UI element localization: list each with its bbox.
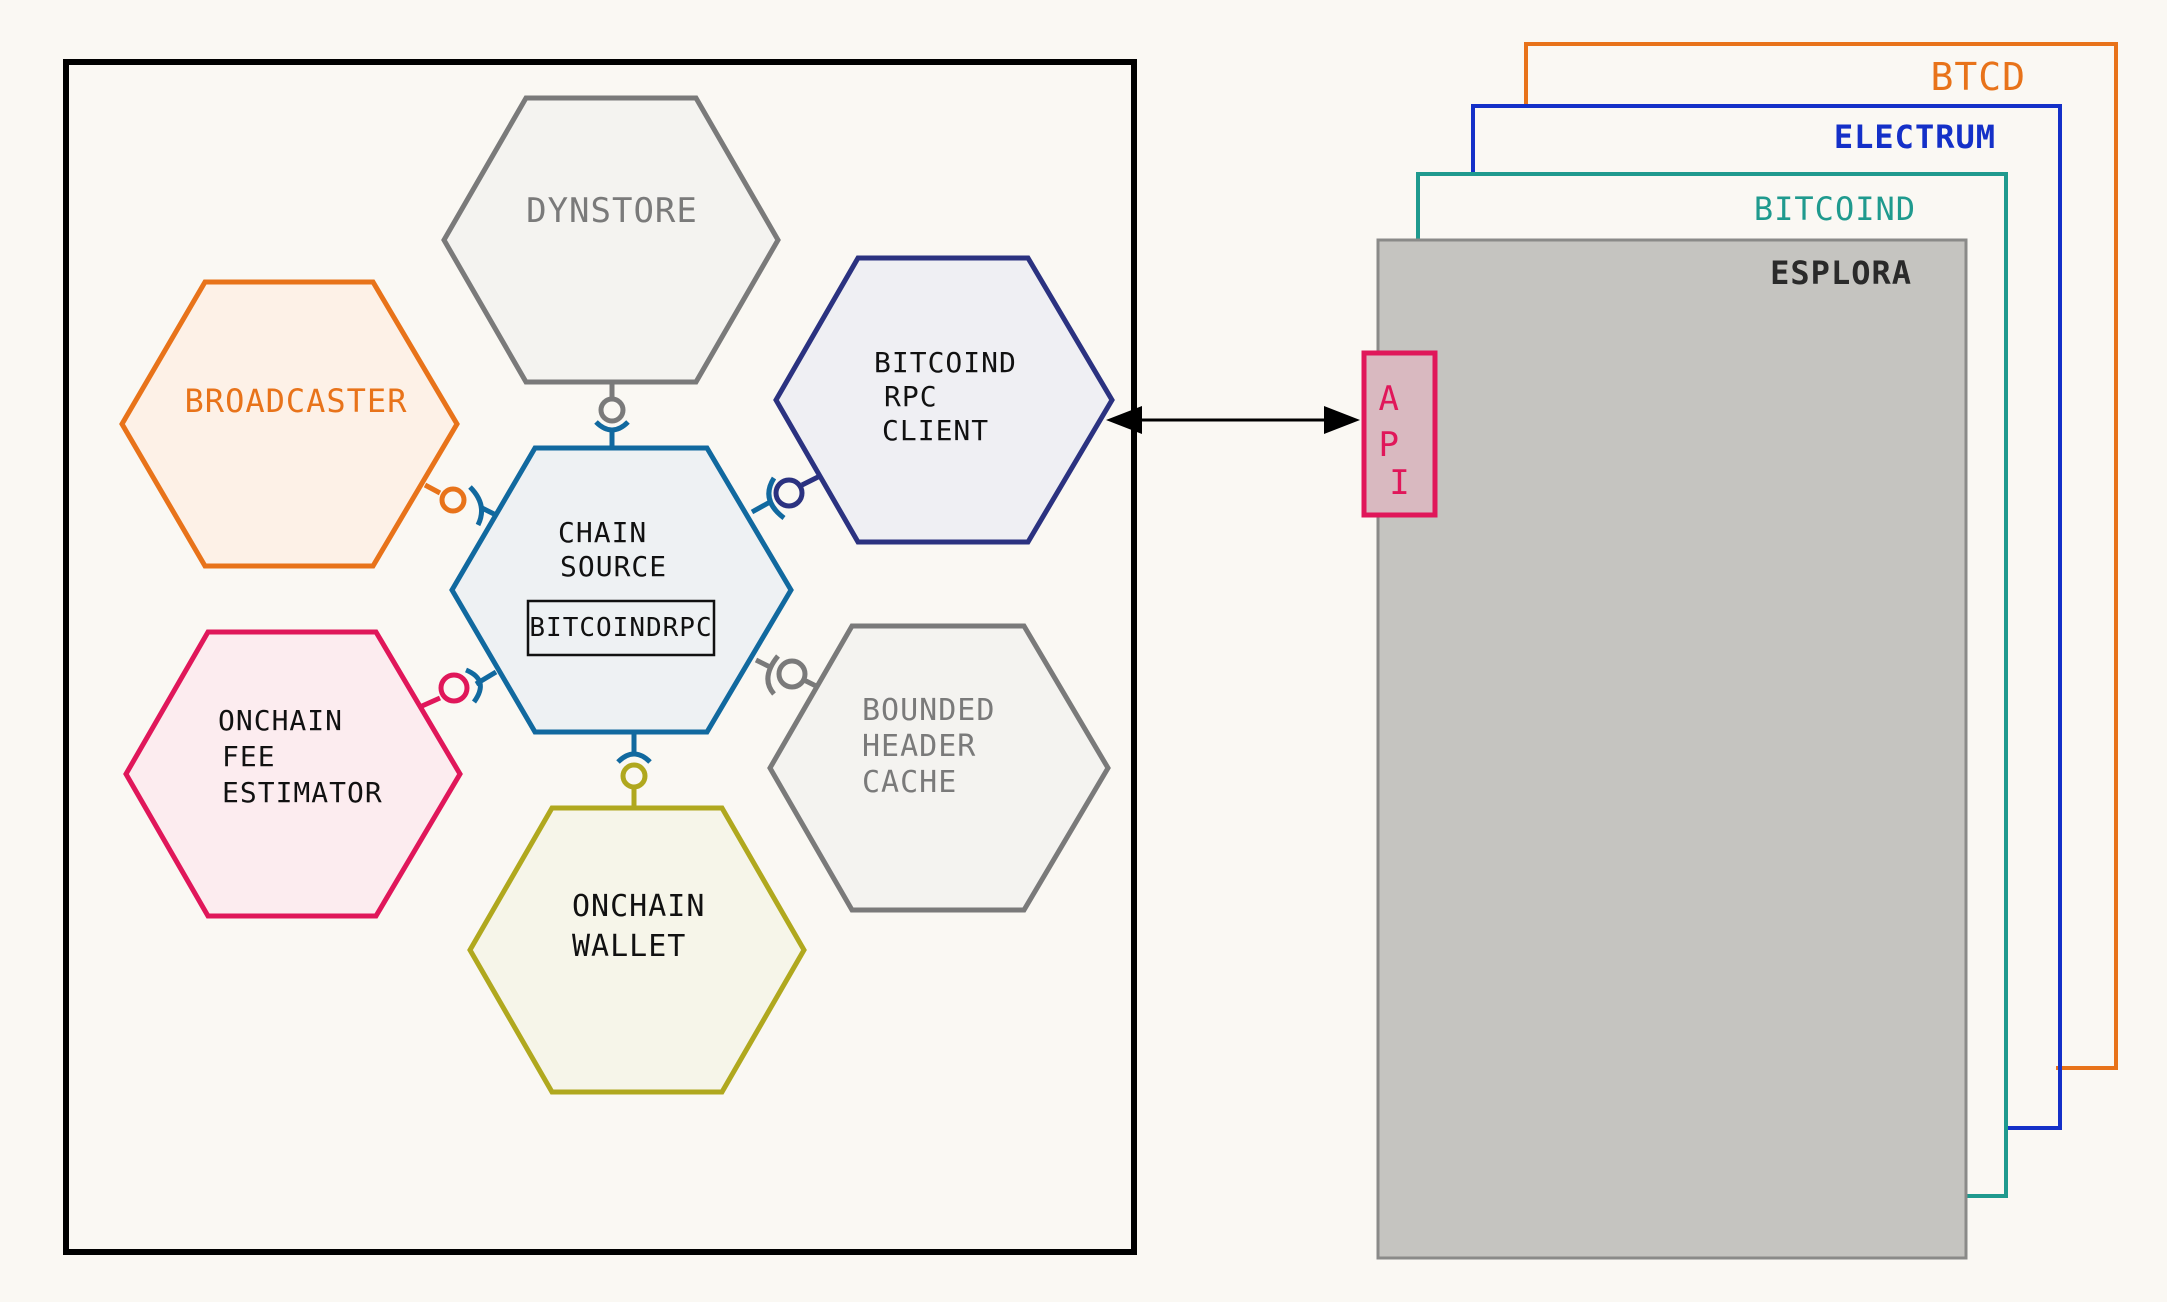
connector-dynstore [594,382,630,446]
hex-bitcoind-rpc-client: BITCOIND RPC CLIENT [773,255,1115,545]
hex-dynstore: DYNSTORE [441,95,781,385]
bounded-header-cache-label: BOUNDED HEADER CACHE [862,693,1015,800]
hex-chain-source: CHAIN SOURCE BITCOINDRPC [449,445,794,735]
bitcoindrpc-label: BITCOINDRPC [529,613,712,643]
api-box: A P I [1361,350,1438,518]
dynstore-label: DYNSTORE [526,191,698,231]
broadcaster-label: BROADCASTER [185,382,408,420]
onchain-wallet-label: ONCHAIN WALLET [572,889,725,964]
connector-onchain-wallet [616,734,652,806]
hex-bounded-header-cache: BOUNDED HEADER CACHE [767,623,1111,913]
electrum-label: ELECTRUM [1834,118,1996,156]
chain-source-label: CHAIN SOURCE [558,516,667,583]
connector-fee-estimator [420,667,498,709]
api-label: A P I [1379,379,1422,503]
backend-btcd: BTCD [1524,42,2118,1070]
connector-bounded-header-cache [754,654,820,696]
connector-broadcaster [423,482,500,527]
esplora-label: ESPLORA [1770,254,1912,292]
bitcoindrpc-box [526,599,716,657]
backend-electrum: ELECTRUM [1471,104,2062,1130]
hex-onchain-wallet: ONCHAIN WALLET [467,805,807,1095]
connector-bitcoind-rpc-client [750,474,820,520]
hex-onchain-fee-estimator: ONCHAIN FEE ESTIMATOR [123,629,463,919]
node-container-frame [63,59,1137,1255]
backend-bitcoind: BITCOIND [1416,172,2008,1198]
btcd-label: BTCD [1930,55,2026,99]
rpc-arrow [1106,406,1360,434]
bitcoind-label: BITCOIND [1754,190,1916,228]
onchain-fee-estimator-label: ONCHAIN FEE ESTIMATOR [218,704,383,809]
hex-broadcaster: BROADCASTER [119,279,460,569]
backend-esplora: ESPLORA [1376,238,1968,1260]
bitcoind-rpc-client-label: BITCOIND RPC CLIENT [874,346,1035,447]
